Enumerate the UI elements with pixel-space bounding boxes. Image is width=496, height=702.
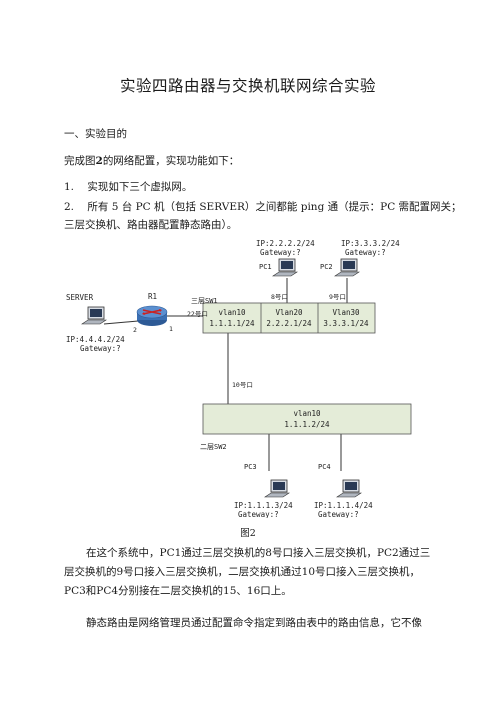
- paragraph-2-line-1: 静态路由是网络管理员通过配置命令指定到路由表中的路由信息，它不像: [86, 617, 422, 629]
- list-item-2-text: 所有 5 台 PC 机（包括 SERVER）之间都能 ping 通（提示：PC …: [87, 201, 462, 213]
- router-label: R1: [148, 292, 157, 301]
- pc4-computer-icon: [336, 479, 362, 498]
- section-heading-objective: 一、实验目的: [64, 128, 127, 140]
- vlan30-ip: 3.3.3.1/24: [323, 319, 369, 328]
- intro-text-a: 完成图: [64, 155, 96, 167]
- port22-label: 22号口: [187, 310, 208, 318]
- intro-figure-ref: 2: [95, 155, 103, 167]
- list-item-2: 2. 所有 5 台 PC 机（包括 SERVER）之间都能 ping 通（提示：…: [64, 199, 462, 214]
- list-item-2-continued: 三层交换机、路由器配置静态路由）。: [64, 219, 238, 231]
- port10-label: 10号口: [232, 381, 253, 389]
- pc2-gateway: Gateway:?: [345, 248, 386, 257]
- server-label: SERVER: [66, 293, 94, 302]
- pc4-label: PC4: [318, 463, 331, 471]
- pc1-ip: IP:2.2.2.2/24: [256, 239, 315, 248]
- list-item-1-number: 1.: [64, 181, 75, 193]
- list-item-1-text: 实现如下三个虚拟网。: [87, 181, 193, 193]
- sw1-box: [202, 302, 376, 334]
- pc2-ip: IP:3.3.3.2/24: [341, 239, 400, 248]
- intro-text-c: 的网络配置，实现功能如下：: [102, 155, 240, 167]
- server-gateway: Gateway:?: [80, 344, 121, 353]
- list-item-2-number: 2.: [64, 201, 75, 213]
- pc2-label: PC2: [320, 263, 333, 271]
- pc4-gateway: Gateway:?: [318, 510, 359, 518]
- intro-line: 完成图2的网络配置，实现功能如下：: [64, 153, 239, 168]
- pc3-computer-icon: [264, 479, 290, 498]
- port8-label: 8号口: [271, 293, 288, 301]
- paragraph-1-line-2: 层交换机的9号口接入三层交换机，二层交换机通过10号口接入三层交换机，: [64, 566, 421, 578]
- vlan20-ip: 2.2.2.1/24: [266, 319, 312, 328]
- figure-caption: 图2: [240, 528, 256, 539]
- router-icon: [136, 305, 168, 326]
- server-ip: IP:4.4.4.2/24: [66, 335, 125, 344]
- sw2-box: [202, 403, 412, 435]
- list-item-1: 1. 实现如下三个虚拟网。: [64, 179, 192, 194]
- sw2-label: 二层SW2: [200, 443, 227, 451]
- sw1-label: 三层SW1: [191, 297, 218, 305]
- server-computer-icon: [81, 306, 107, 325]
- pc3-label: PC3: [244, 463, 257, 471]
- pc1-computer-icon: [272, 258, 298, 277]
- vlan10-sw2-ip: 1.1.1.2/24: [284, 420, 330, 429]
- link-server-router: [103, 320, 139, 325]
- pc1-gateway: Gateway:?: [260, 248, 301, 257]
- pc1-label: PC1: [259, 263, 272, 271]
- port9-label: 9号口: [329, 293, 346, 301]
- pc3-gateway: Gateway:?: [238, 510, 279, 518]
- pc3-ip: IP:1.1.1.3/24: [234, 501, 293, 510]
- pc4-ip: IP:1.1.1.4/24: [314, 501, 373, 510]
- vlan10-sw1-ip: 1.1.1.1/24: [209, 319, 255, 328]
- vlan30-name: Vlan30: [332, 308, 360, 317]
- vlan10-sw1-name: vlan10: [218, 308, 246, 317]
- vlan10-sw2-name: vlan10: [293, 409, 321, 418]
- pc2-computer-icon: [334, 258, 360, 277]
- router-port-1: 1: [169, 325, 173, 333]
- vlan20-name: Vlan20: [275, 308, 303, 317]
- network-topology-diagram: vlan10 1.1.1.1/24 Vlan20 2.2.2.1/24 Vlan…: [66, 239, 412, 518]
- paragraph-1-line-1: 在这个系统中，PC1通过三层交换机的8号口接入三层交换机，PC2通过三: [86, 547, 431, 559]
- router-port-2: 2: [133, 326, 137, 334]
- paragraph-1-line-3: PC3和PC4分别接在二层交换机的15、16口上。: [64, 585, 292, 597]
- document-title: 实验四路由器与交换机联网综合实验: [119, 77, 376, 95]
